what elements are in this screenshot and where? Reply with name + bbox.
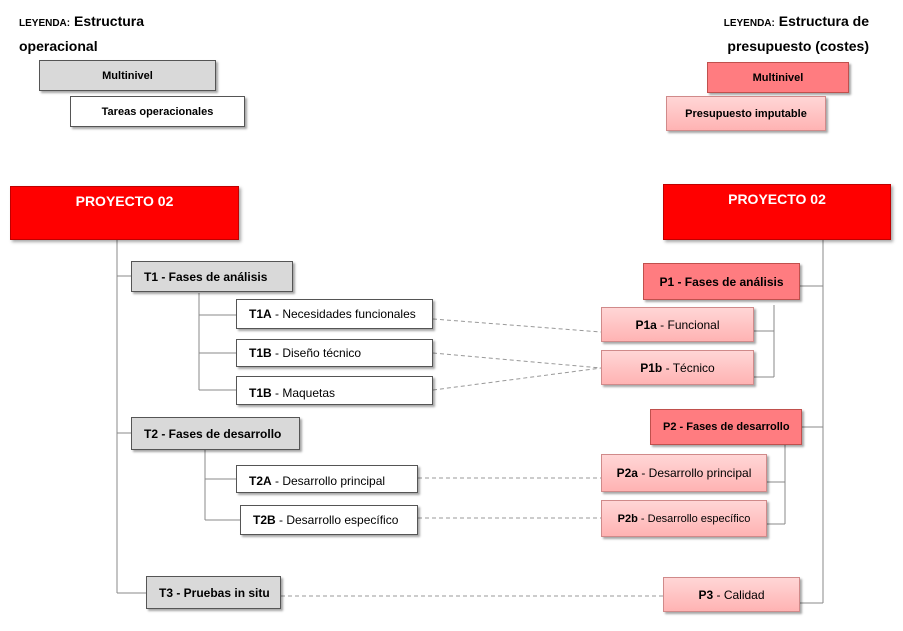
legend-left-leaf-label: Tareas operacionales (101, 105, 214, 118)
budget-p1-label: P1 - Fases de análisis (659, 274, 784, 289)
task-t1b-label: - Diseño técnico (271, 346, 362, 360)
budget-p1a-label: - Funcional (656, 317, 720, 332)
task-t2b-label: - Desarrollo específico (275, 513, 399, 527)
task-t3[interactable]: T3 - Pruebas in situ (146, 576, 281, 609)
budget-tree-lines (754, 240, 824, 604)
task-t1c[interactable]: T1B - Maquetas (236, 376, 433, 405)
legend-right-multilevel-label: Multinivel (752, 71, 804, 84)
task-t2b-code: T2B (253, 513, 276, 527)
task-t2b[interactable]: T2B - Desarrollo específico (240, 505, 418, 535)
task-t2a-label: - Desarrollo principal (271, 474, 386, 488)
task-t2[interactable]: T2 - Fases de desarrollo (131, 417, 300, 450)
task-t1b-code: T1B (249, 346, 272, 360)
mapping-lines (281, 318, 663, 597)
legend-right-leaf: Presupuesto imputable (666, 96, 826, 131)
budget-p2b-label: - Desarrollo específico (637, 512, 751, 525)
budget-p2[interactable]: P2 - Fases de desarrollo (650, 409, 802, 445)
budget-p3-code: P3 (698, 587, 714, 602)
legend-left-multilevel: Multinivel (39, 60, 216, 91)
budget-p1a[interactable]: P1a - Funcional (601, 307, 754, 342)
legend-left-multilevel-label: Multinivel (102, 69, 153, 82)
budget-p2a[interactable]: P2a - Desarrollo principal (601, 454, 767, 492)
task-t2a[interactable]: T2A - Desarrollo principal (236, 465, 418, 493)
legend-right-multilevel: Multinivel (707, 62, 849, 93)
operational-root-label: PROYECTO 02 (75, 193, 174, 209)
budget-p2b[interactable]: P2b - Desarrollo específico (601, 500, 767, 537)
legend-left-prefix: LEYENDA: (19, 18, 71, 29)
task-t1[interactable]: T1 - Fases de análisis (131, 261, 293, 292)
task-t3-label: T3 - Pruebas in situ (159, 585, 270, 600)
budget-p1b[interactable]: P1b - Técnico (601, 350, 754, 385)
budget-p2b-code: P2b (617, 512, 638, 525)
budget-p2-label: P2 - Fases de desarrollo (663, 421, 790, 433)
task-t2a-code: T2A (249, 474, 272, 488)
legend-right-leaf-label: Presupuesto imputable (685, 107, 807, 120)
budget-root-label: PROYECTO 02 (728, 191, 826, 207)
task-t1a[interactable]: T1A - Necesidades funcionales (236, 299, 433, 329)
budget-root[interactable]: PROYECTO 02 (663, 184, 891, 240)
budget-p3[interactable]: P3 - Calidad (663, 577, 800, 612)
task-t1c-code: T1B (249, 386, 272, 400)
task-t1a-label: - Necesidades funcionales (271, 307, 416, 321)
budget-p1[interactable]: P1 - Fases de análisis (643, 263, 800, 300)
legend-right-prefix: LEYENDA: (723, 18, 775, 29)
legend-right-title-2: presupuesto (costes) (727, 38, 869, 54)
task-t1c-label: - Maquetas (271, 386, 336, 400)
task-t1a-code: T1A (249, 307, 272, 321)
budget-p1b-label: - Técnico (662, 360, 715, 375)
legend-right-title-1: Estructura de (778, 13, 869, 29)
task-t1-label: T1 - Fases de análisis (144, 269, 268, 284)
legend-left-title-1: Estructura (74, 13, 145, 29)
legend-right-title: LEYENDA: Estructura de presupuesto (cost… (724, 10, 869, 57)
task-t1b[interactable]: T1B - Diseño técnico (236, 339, 433, 367)
task-t2-label: T2 - Fases de desarrollo (144, 426, 282, 441)
budget-p2a-code: P2a (616, 466, 638, 480)
budget-p1b-code: P1b (640, 360, 663, 375)
legend-left-leaf: Tareas operacionales (70, 96, 245, 127)
legend-left-title: LEYENDA: Estructura operacional (19, 10, 144, 57)
budget-p1a-code: P1a (635, 317, 657, 332)
budget-p2a-label: - Desarrollo principal (637, 466, 752, 480)
operational-tree-lines (116, 240, 240, 594)
operational-root[interactable]: PROYECTO 02 (10, 186, 239, 240)
legend-left-title-2: operacional (19, 38, 98, 54)
budget-p3-label: - Calidad (713, 587, 765, 602)
